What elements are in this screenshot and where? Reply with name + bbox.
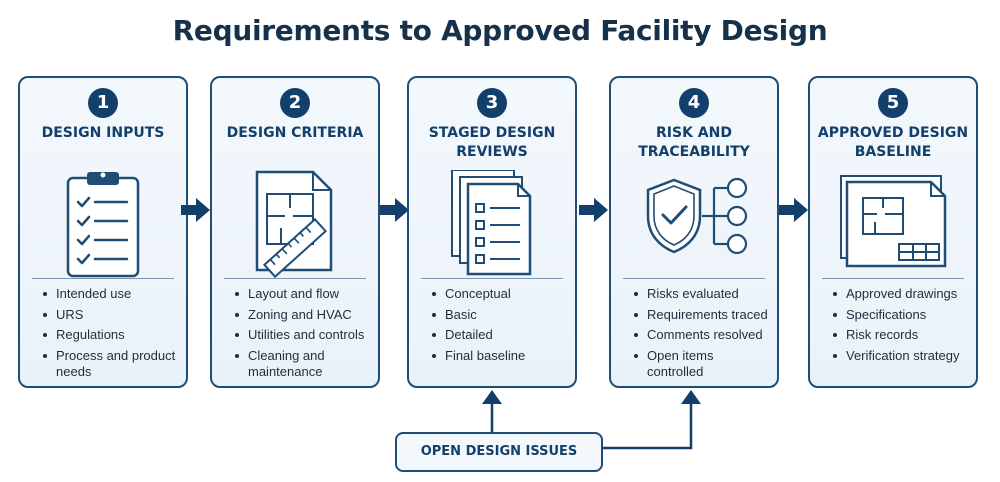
bullet-item: URS bbox=[42, 307, 180, 323]
bullet-item: Final baseline bbox=[431, 348, 569, 364]
card-divider bbox=[421, 278, 563, 279]
stage-bullet-list: Conceptual Basic Detailed Final baseline bbox=[431, 286, 569, 368]
stage-bullet-list: Risks evaluated Requirements traced Comm… bbox=[633, 286, 771, 384]
bullet-item: Regulations bbox=[42, 327, 180, 343]
shield-check-network-icon bbox=[646, 177, 748, 255]
stage-title: RISK AND TRACEABILITY bbox=[638, 125, 750, 160]
bullet-item: Verification strategy bbox=[832, 348, 970, 364]
bullet-item: Specifications bbox=[832, 307, 970, 323]
arrow-right-icon bbox=[779, 198, 808, 222]
arrow-right-icon bbox=[380, 198, 409, 222]
stage-number-badge: 2 bbox=[280, 88, 310, 118]
bullet-item: Layout and flow bbox=[234, 286, 372, 302]
bullet-item: Conceptual bbox=[431, 286, 569, 302]
bullet-item: Open items controlled bbox=[633, 348, 771, 380]
stage-card-approved-design-baseline: 5 APPROVED DESIGN BASELINE Approved draw… bbox=[808, 76, 978, 388]
bullet-item: Utilities and controls bbox=[234, 327, 372, 343]
stage-card-design-inputs: 1 DESIGN INPUTS Intended use URS Regulat… bbox=[18, 76, 188, 388]
bullet-item: Zoning and HVAC bbox=[234, 307, 372, 323]
stage-number-badge: 5 bbox=[878, 88, 908, 118]
stage-title: APPROVED DESIGN BASELINE bbox=[817, 125, 969, 160]
card-divider bbox=[224, 278, 366, 279]
stage-card-staged-design-reviews: 3 STAGED DESIGN REVIEWS Conceptual Basic… bbox=[407, 76, 577, 388]
card-divider bbox=[623, 278, 765, 279]
stage-number-badge: 4 bbox=[679, 88, 709, 118]
bullet-item: Process and product needs bbox=[42, 348, 180, 380]
bullet-item: Intended use bbox=[42, 286, 180, 302]
card-divider bbox=[822, 278, 964, 279]
arrow-right-icon bbox=[579, 198, 608, 222]
bullet-item: Risks evaluated bbox=[633, 286, 771, 302]
clipboard-checklist-icon bbox=[66, 172, 140, 278]
stage-bullet-list: Approved drawings Specifications Risk re… bbox=[832, 286, 970, 368]
stage-number-badge: 3 bbox=[477, 88, 507, 118]
stage-card-risk-and-traceability: 4 RISK AND TRACEABILITY Risks evaluated … bbox=[609, 76, 779, 388]
floor-plan-ruler-icon bbox=[255, 170, 333, 279]
arrow-right-icon bbox=[181, 198, 210, 222]
stage-title: DESIGN CRITERIA bbox=[226, 125, 364, 141]
bullet-item: Approved drawings bbox=[832, 286, 970, 302]
stage-bullet-list: Layout and flow Zoning and HVAC Utilitie… bbox=[234, 286, 372, 384]
stage-title: DESIGN INPUTS bbox=[41, 125, 165, 141]
stage-card-design-criteria: 2 DESIGN CRITERIA Layout and flow Zoning… bbox=[210, 76, 380, 388]
bullet-item: Cleaning and maintenance bbox=[234, 348, 372, 380]
diagram-title: Requirements to Approved Facility Design bbox=[172, 14, 828, 47]
bullet-item: Requirements traced bbox=[633, 307, 771, 323]
stage-bullet-list: Intended use URS Regulations Process and… bbox=[42, 286, 180, 384]
bullet-item: Risk records bbox=[832, 327, 970, 343]
open-design-issues-box: OPEN DESIGN ISSUES bbox=[395, 432, 603, 472]
blueprint-drawing-icon bbox=[840, 175, 947, 268]
bullet-item: Comments resolved bbox=[633, 327, 771, 343]
bullet-item: Basic bbox=[431, 307, 569, 323]
card-divider bbox=[32, 278, 174, 279]
bullet-item: Detailed bbox=[431, 327, 569, 343]
stacked-documents-icon bbox=[451, 170, 532, 276]
stage-title: STAGED DESIGN REVIEWS bbox=[428, 125, 556, 160]
stage-number-badge: 1 bbox=[88, 88, 118, 118]
